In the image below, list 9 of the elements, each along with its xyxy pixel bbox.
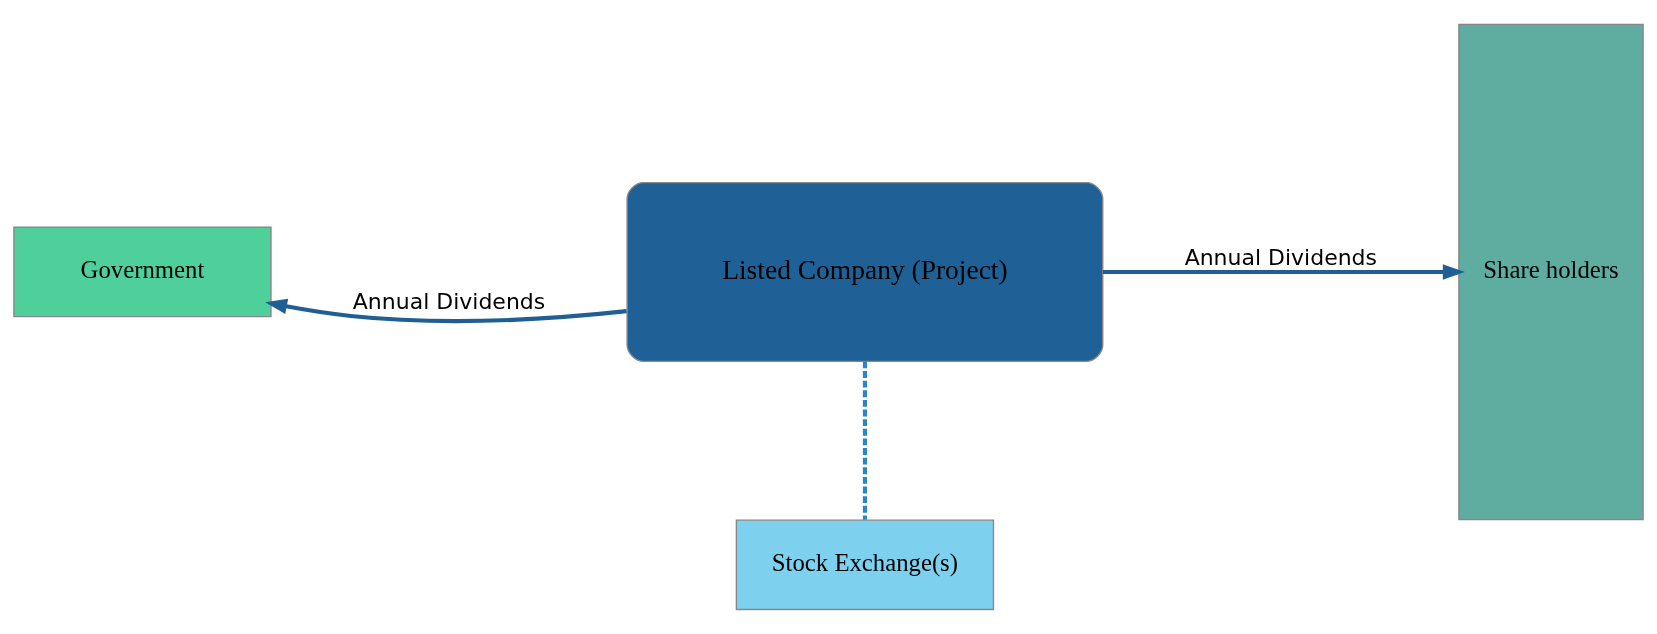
node-box: Government [13, 226, 272, 318]
node-box: Share holders [1458, 23, 1644, 521]
arrow [265, 298, 627, 324]
node-box: Listed Company (Project) [626, 181, 1104, 363]
edge-label: Annual Dividends [1184, 244, 1378, 270]
connector [862, 361, 867, 520]
node-box: Stock Exchange(s) [735, 519, 995, 611]
arrow [1102, 264, 1465, 280]
edge-label: Annual Dividends [352, 288, 546, 314]
